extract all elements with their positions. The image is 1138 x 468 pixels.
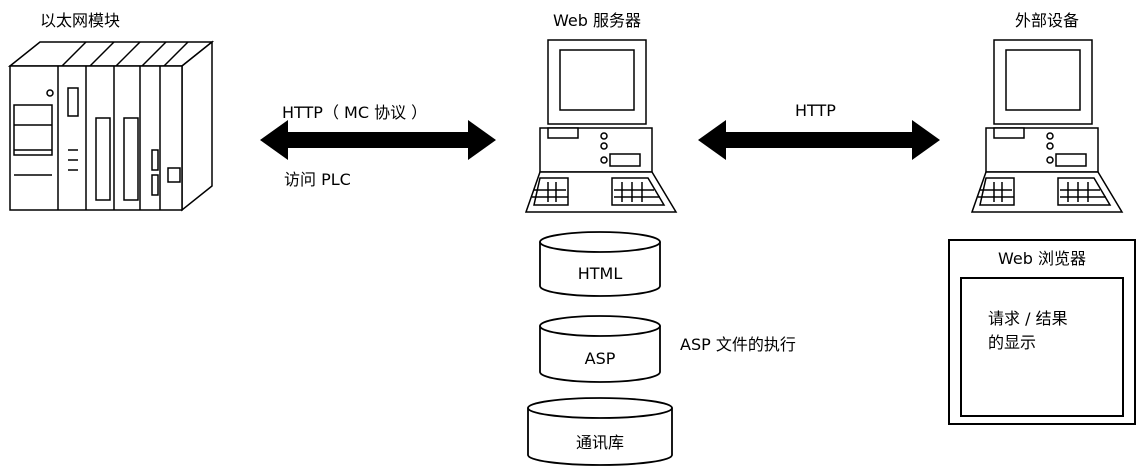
- right-double-arrow: [698, 120, 940, 160]
- left-double-arrow: [260, 120, 496, 160]
- asp-storage-label: ASP: [584, 349, 616, 368]
- html-storage-label: HTML: [577, 264, 623, 283]
- web-browser-panel: Web 浏览器 请求 / 结果 的显示: [948, 239, 1136, 425]
- comm-library-drum-icon: [527, 397, 673, 466]
- web-browser-title: Web 浏览器: [998, 249, 1086, 268]
- html-storage-drum-icon: [539, 231, 661, 297]
- right-link-protocol-label: HTTP: [795, 101, 836, 120]
- browser-content-area: 请求 / 结果 的显示: [960, 277, 1124, 417]
- left-link-access-label: 访问 PLC: [284, 170, 351, 189]
- ethernet-module-title: 以太网模块: [40, 11, 121, 30]
- asp-storage-drum-icon: [539, 315, 661, 383]
- display-line: 的显示: [988, 333, 1037, 352]
- external-device-title: 外部设备: [1015, 11, 1080, 30]
- left-link-protocol-label: HTTP（ MC 协议 ）: [282, 103, 428, 122]
- asp-execution-note: ASP 文件的执行: [680, 335, 796, 354]
- request-result-line: 请求 / 结果: [988, 309, 1068, 328]
- plc-rack-icon: [7, 40, 215, 212]
- web-server-computer-icon: [524, 39, 678, 213]
- comm-library-label: 通讯库: [575, 433, 624, 452]
- external-device-computer-icon: [970, 39, 1124, 213]
- web-server-title: Web 服务器: [553, 11, 641, 30]
